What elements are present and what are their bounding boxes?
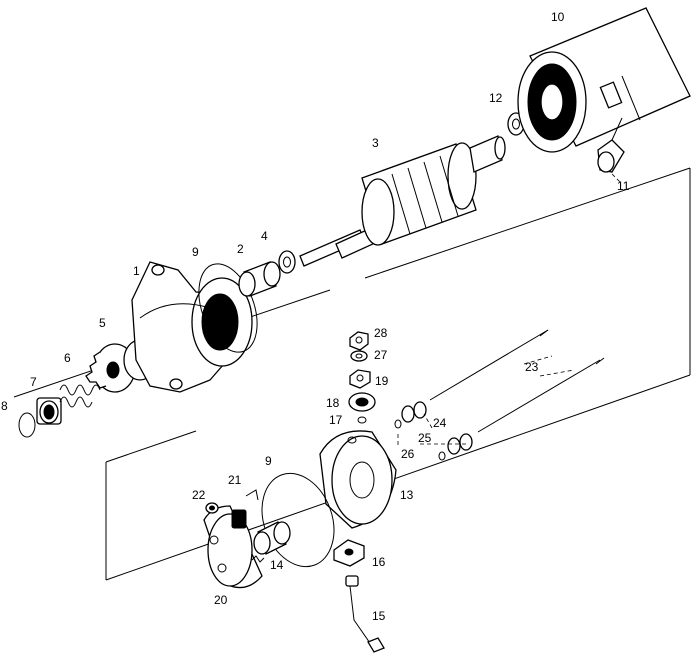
part-armature bbox=[299, 135, 506, 267]
part-lock-washer-top bbox=[350, 350, 368, 362]
callout-21: 21 bbox=[228, 473, 242, 487]
callout-13: 13 bbox=[400, 488, 414, 502]
part-brush-plate bbox=[203, 505, 265, 589]
callout-12: 12 bbox=[489, 91, 503, 105]
callout-10: 10 bbox=[551, 10, 565, 24]
callout-14: 14 bbox=[270, 558, 284, 572]
callout-7: 7 bbox=[30, 375, 37, 389]
callout-23: 23 bbox=[525, 360, 539, 374]
part-terminal-block bbox=[333, 539, 365, 567]
callout-22: 22 bbox=[192, 488, 206, 502]
callout-16: 16 bbox=[372, 555, 386, 569]
part-spring bbox=[59, 384, 101, 408]
callout-9-upper: 9 bbox=[192, 245, 199, 259]
part-brush-spring bbox=[205, 502, 219, 514]
frame-lines bbox=[13, 167, 691, 581]
part-collar bbox=[36, 397, 62, 425]
part-motor-frame bbox=[517, 7, 691, 153]
leader-lines bbox=[397, 173, 621, 448]
part-washer-upper bbox=[278, 250, 296, 274]
part-end-housing bbox=[319, 430, 397, 529]
callout-2: 2 bbox=[237, 242, 244, 256]
part-washers-bolts bbox=[394, 401, 473, 461]
part-brush-lead bbox=[345, 575, 385, 653]
callout-26: 26 bbox=[401, 447, 415, 461]
part-terminal-nut bbox=[349, 369, 371, 389]
callout-15: 15 bbox=[372, 609, 386, 623]
callout-8: 8 bbox=[1, 399, 8, 413]
callout-4: 4 bbox=[261, 229, 268, 243]
callout-3: 3 bbox=[372, 136, 379, 150]
part-small-o-ring bbox=[357, 416, 367, 424]
part-drive-housing bbox=[131, 261, 253, 393]
callout-28: 28 bbox=[374, 326, 388, 340]
callout-25: 25 bbox=[418, 431, 432, 445]
part-nut-top bbox=[349, 331, 369, 351]
part-insulator-grommet bbox=[348, 392, 376, 412]
part-brush bbox=[231, 489, 259, 529]
callout-24: 24 bbox=[433, 416, 447, 430]
part-bushing-upper bbox=[238, 261, 281, 297]
callout-9-lower: 9 bbox=[265, 454, 272, 468]
callout-27: 27 bbox=[374, 348, 388, 362]
callout-6: 6 bbox=[64, 351, 71, 365]
callout-11: 11 bbox=[617, 179, 630, 193]
callout-numbers: 1 2 3 4 5 6 7 8 9 9 10 11 12 13 14 15 16… bbox=[1, 10, 630, 623]
part-o-ring-upper bbox=[198, 263, 258, 353]
callout-19: 19 bbox=[375, 374, 389, 388]
callout-17: 17 bbox=[329, 413, 343, 427]
callout-18: 18 bbox=[326, 396, 340, 410]
part-terminal-boot bbox=[597, 117, 625, 173]
callout-5: 5 bbox=[99, 316, 106, 330]
callout-1: 1 bbox=[133, 264, 140, 278]
callout-20: 20 bbox=[214, 593, 228, 607]
part-bushing-lower bbox=[253, 521, 291, 555]
part-through-bolts bbox=[429, 329, 605, 433]
part-snap-ring bbox=[18, 412, 36, 438]
